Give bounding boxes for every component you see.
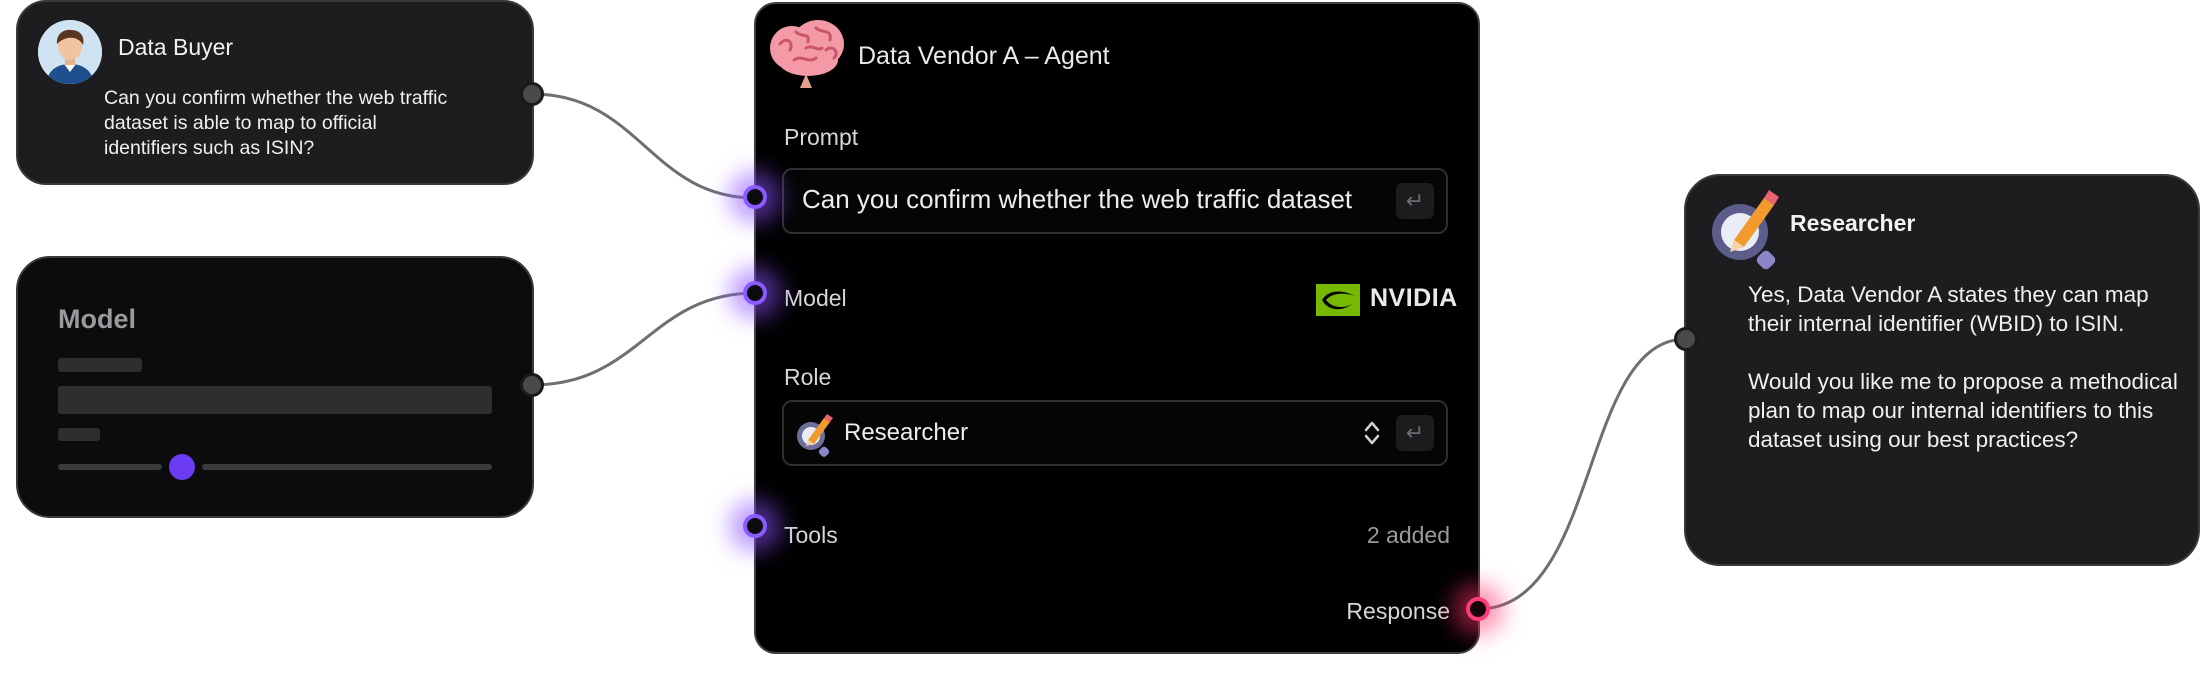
buyer-output-port[interactable] <box>520 82 544 106</box>
role-value: Researcher <box>844 419 969 446</box>
response-label: Response <box>1346 598 1450 624</box>
prompt-input-port[interactable] <box>743 185 767 209</box>
tools-input-port[interactable] <box>743 514 767 538</box>
researcher-icon <box>1712 190 1779 270</box>
model-provider-name: NVIDIA <box>1370 284 1458 312</box>
model-label: Model <box>784 285 847 311</box>
researcher-node[interactable]: Researcher Yes, Data Vendor A states the… <box>1684 174 2200 566</box>
brain-icon <box>766 14 850 94</box>
researcher-name: Researcher <box>1790 210 1916 236</box>
up-down-chevron-icon[interactable] <box>1362 416 1382 450</box>
wire-buyer-to-prompt <box>531 92 757 200</box>
enter-icon[interactable]: ↵ <box>1396 415 1434 451</box>
wire-response-to-researcher <box>1477 337 1687 611</box>
data-buyer-node[interactable]: Data Buyer Can you confirm whether the w… <box>16 0 534 185</box>
role-select[interactable]: Researcher ↵ <box>782 400 1448 466</box>
response-output-port[interactable] <box>1466 597 1490 621</box>
prompt-text: Can you confirm whether the web traffic … <box>802 184 1353 214</box>
skeleton-line <box>58 428 100 441</box>
slider-track-left <box>58 464 162 470</box>
model-node[interactable]: Model <box>16 256 534 518</box>
slider-knob[interactable] <box>169 454 195 480</box>
researcher-icon <box>797 414 833 457</box>
wire-model-to-agent <box>531 291 757 387</box>
tools-count[interactable]: 2 added <box>1366 522 1450 548</box>
researcher-message: Yes, Data Vendor A states they can map t… <box>1748 282 2178 452</box>
skeleton-line <box>58 358 142 372</box>
buyer-message: Can you confirm whether the web traffic … <box>104 87 448 159</box>
model-input-port[interactable] <box>743 281 767 305</box>
tools-label: Tools <box>784 522 838 548</box>
enter-icon[interactable]: ↵ <box>1396 183 1434 219</box>
model-card-title: Model <box>58 304 136 334</box>
role-label: Role <box>784 364 832 390</box>
model-output-port[interactable] <box>520 373 544 397</box>
prompt-label: Prompt <box>784 124 859 150</box>
nvidia-logo-icon <box>1316 284 1360 316</box>
user-avatar-icon <box>38 20 102 84</box>
researcher-input-port[interactable] <box>1674 327 1698 351</box>
buyer-name: Data Buyer <box>118 34 234 60</box>
agent-title: Data Vendor A – Agent <box>858 42 1110 70</box>
skeleton-field <box>58 386 492 414</box>
agent-node[interactable]: Data Vendor A – Agent Prompt Can you con… <box>754 2 1480 654</box>
prompt-input[interactable]: Can you confirm whether the web traffic … <box>782 168 1448 234</box>
slider-track-right <box>202 464 492 470</box>
